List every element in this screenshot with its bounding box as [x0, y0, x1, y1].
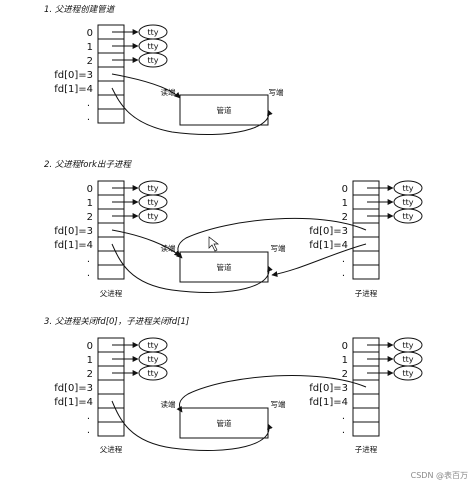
- parent-process-label: 父进程: [100, 445, 123, 454]
- pipe-box: [179, 407, 269, 439]
- fd-row-label: 0: [87, 184, 93, 195]
- fd-row-label: fd[1]=4: [54, 240, 93, 251]
- fd-row-label: 0: [342, 184, 348, 195]
- child-fd0-arrow: [176, 374, 367, 413]
- svg-text:tty: tty: [147, 341, 158, 350]
- child-fd-table-2: [352, 180, 380, 280]
- fd-row-label: .: [87, 411, 90, 422]
- svg-text:tty: tty: [147, 184, 158, 193]
- parent-fd1-arrow: [111, 400, 273, 451]
- child-process-label: 子进程: [355, 445, 378, 454]
- tty-icon: tty: [138, 24, 168, 40]
- tty-icon: tty: [138, 351, 168, 367]
- fd-row-label: 2: [342, 369, 348, 380]
- fd-row-label: 2: [87, 369, 93, 380]
- fd-row-label: 1: [342, 355, 348, 366]
- svg-text:tty: tty: [402, 341, 413, 350]
- svg-text:tty: tty: [402, 369, 413, 378]
- svg-text:tty: tty: [147, 28, 158, 37]
- tty-icon: tty: [393, 180, 423, 196]
- fd1-to-write-arrow: [111, 87, 273, 135]
- fd-row-label: .: [87, 268, 90, 279]
- fd-row-label: .: [342, 411, 345, 422]
- parent-process-label: 父进程: [100, 289, 123, 298]
- fd-row-label: 0: [87, 28, 93, 39]
- child-process-label: 子进程: [355, 289, 378, 298]
- fd-row-label: 2: [87, 212, 93, 223]
- tty-icon: tty: [138, 365, 168, 381]
- watermark: CSDN @表百万: [411, 470, 468, 480]
- svg-text:tty: tty: [147, 42, 158, 51]
- fd0-to-read-arrow: [111, 73, 181, 99]
- tty-icon: tty: [138, 52, 168, 68]
- write-end-label: 写端: [271, 243, 286, 253]
- read-end-label: 读端: [161, 87, 176, 97]
- fd-row-label: 1: [342, 198, 348, 209]
- fd-row-label: 0: [342, 341, 348, 352]
- svg-text:tty: tty: [402, 184, 413, 193]
- svg-text:tty: tty: [147, 355, 158, 364]
- tty-icon: tty: [393, 208, 423, 224]
- tty-icon: tty: [138, 194, 168, 210]
- pipe-label: 管道: [217, 418, 232, 428]
- fd-row-label: 0: [87, 341, 93, 352]
- parent-fd-table-3: [97, 337, 125, 437]
- fd-row-label: .: [342, 268, 345, 279]
- svg-text:tty: tty: [147, 369, 158, 378]
- fd-row-label: fd[0]=3: [309, 226, 348, 237]
- fd-row-label: 1: [87, 198, 93, 209]
- child-fd0-arrow: [176, 217, 367, 259]
- fd-row-label: .: [342, 254, 345, 265]
- section-1-title: 1. 父进程创建管道: [44, 4, 116, 15]
- section-2-title: 2. 父进程fork出子进程: [44, 159, 132, 170]
- fd-row-label: fd[1]=4: [309, 240, 348, 251]
- write-end-label: 写端: [271, 399, 286, 409]
- fd-row-label: fd[0]=3: [309, 383, 348, 394]
- fd-row-label: .: [87, 425, 90, 436]
- pipe-label: 管道: [217, 105, 232, 115]
- tty-icon: tty: [138, 180, 168, 196]
- fd-row-label: 2: [342, 212, 348, 223]
- fd-row-label: .: [87, 254, 90, 265]
- tty-icon: tty: [393, 194, 423, 210]
- read-end-label: 读端: [161, 399, 176, 409]
- fd-row-label: fd[1]=4: [54, 397, 93, 408]
- fd-row-label: fd[0]=3: [54, 383, 93, 394]
- tty-icon: tty: [393, 337, 423, 353]
- parent-fd-table-2: [97, 180, 125, 280]
- parent-fd-table-1: [97, 24, 125, 124]
- fd-row-label: .: [87, 98, 90, 109]
- section-2: 2. 父进程fork出子进程 0 1 2 fd[0]=3 fd[1]=4 . .…: [44, 159, 423, 298]
- fd-row-label: fd[0]=3: [54, 226, 93, 237]
- child-fd-table-3: [352, 337, 380, 437]
- fd-row-label: 1: [87, 42, 93, 53]
- section-3: 3. 父进程关闭fd[0]，子进程关闭fd[1] 0 1 2 fd[0]=3 f…: [44, 316, 423, 454]
- tty-icon: tty: [138, 337, 168, 353]
- svg-text:tty: tty: [402, 212, 413, 221]
- write-end-label: 写端: [269, 87, 284, 97]
- mouse-cursor-icon: [208, 236, 220, 252]
- svg-text:tty: tty: [402, 198, 413, 207]
- tty-icon: tty: [138, 38, 168, 54]
- svg-text:tty: tty: [147, 198, 158, 207]
- svg-text:tty: tty: [402, 355, 413, 364]
- fd-row-label: .: [87, 112, 90, 123]
- fd-row-label: .: [342, 425, 345, 436]
- tty-icon: tty: [393, 351, 423, 367]
- fd-row-label: fd[1]=4: [309, 397, 348, 408]
- svg-text:tty: tty: [147, 56, 158, 65]
- tty-icon: tty: [138, 208, 168, 224]
- section-1: 1. 父进程创建管道 0 1 2 fd[0]=3 fd[1]=4 . . tty…: [44, 4, 284, 135]
- tty-icon: tty: [393, 365, 423, 381]
- fd-row-label: fd[1]=4: [54, 84, 93, 95]
- parent-fd1-arrow: [111, 243, 273, 293]
- child-fd1-arrow: [271, 243, 367, 278]
- fd-row-label: 2: [87, 56, 93, 67]
- svg-text:tty: tty: [147, 212, 158, 221]
- pipe-label: 管道: [217, 262, 232, 272]
- section-3-title: 3. 父进程关闭fd[0]，子进程关闭fd[1]: [44, 316, 189, 327]
- fd-row-label: 1: [87, 355, 93, 366]
- fd-row-label: fd[0]=3: [54, 70, 93, 81]
